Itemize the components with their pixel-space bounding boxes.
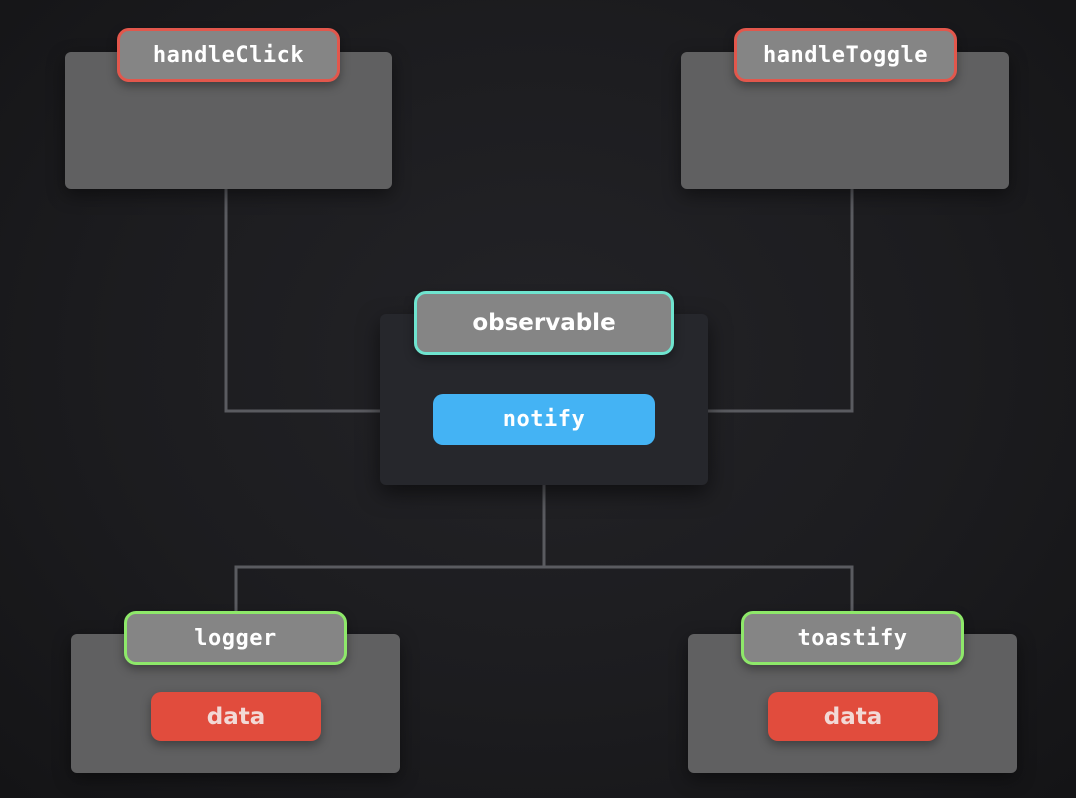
logger-data-pill: data <box>151 692 321 741</box>
handleclick-label[interactable]: handleClick <box>117 28 340 82</box>
handletoggle-label[interactable]: handleToggle <box>734 28 957 82</box>
connector-handleclick-observable <box>224 189 382 413</box>
notify-method[interactable]: notify <box>433 394 655 445</box>
observable-label[interactable]: observable <box>414 291 674 355</box>
toastify-label[interactable]: toastify <box>741 611 964 665</box>
connector-subscribers-bus <box>234 565 854 613</box>
connector-handletoggle-observable <box>707 189 854 413</box>
toastify-data-pill: data <box>768 692 938 741</box>
logger-label[interactable]: logger <box>124 611 347 665</box>
